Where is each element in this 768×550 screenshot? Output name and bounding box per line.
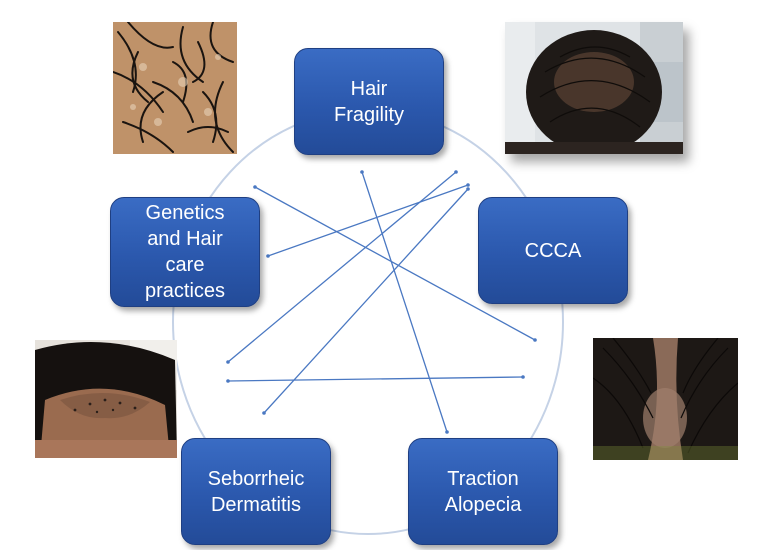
scalp-closeup-photo xyxy=(113,22,237,154)
seborrheic-dermatitis-node: Seborrheic Dermatitis xyxy=(181,438,331,545)
connector-line xyxy=(227,376,524,382)
connector-line xyxy=(227,171,457,363)
crown-thinning-photo xyxy=(505,22,683,154)
part-scaling-photo xyxy=(593,338,738,460)
connector-line xyxy=(361,171,448,433)
connector-lines xyxy=(227,171,536,433)
connector-endpoints xyxy=(226,170,537,434)
hairline-loss-photo xyxy=(35,340,177,458)
ccca-label: CCCA xyxy=(524,239,582,262)
genetics-hair-care-node: Genetics and Hair care practices xyxy=(110,197,260,307)
connector-line xyxy=(263,188,469,414)
genetics-hair-care-label: Genetics and Hair care practices xyxy=(144,202,226,302)
connector-line xyxy=(254,186,536,341)
hair-fragility-node: Hair Fragility xyxy=(294,48,444,155)
hair-fragility-label: Hair Fragility xyxy=(333,77,404,126)
traction-alopecia-label: Traction Alopecia xyxy=(444,467,522,516)
traction-alopecia-node: Traction Alopecia xyxy=(408,438,558,545)
ccca-node: CCCA xyxy=(478,197,628,304)
connector-line xyxy=(267,184,469,257)
seborrheic-dermatitis-label: Seborrheic Dermatitis xyxy=(207,467,305,516)
